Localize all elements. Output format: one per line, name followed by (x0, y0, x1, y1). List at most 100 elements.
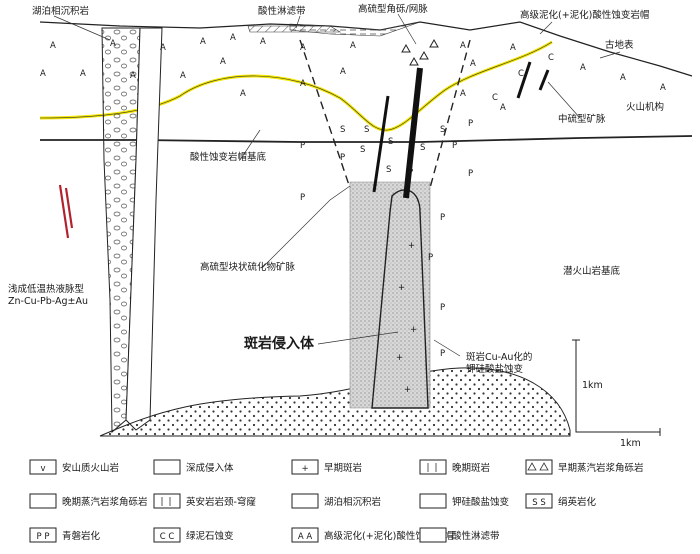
pattern-letter-advanced-argillic: A (220, 57, 226, 67)
legend-label: 安山质火山岩 (62, 462, 119, 474)
pattern-letter-early-porphyry: + (408, 241, 415, 251)
legend-label: 酸性淋滤带 (452, 530, 500, 542)
pattern-letter-advanced-argillic: A (80, 69, 86, 79)
pattern-letter-advanced-argillic: A (620, 73, 626, 83)
legend-swatch (154, 460, 180, 474)
legend-swatch (420, 494, 446, 508)
legend-label: 英安岩岩颈-穹窿 (186, 496, 256, 508)
pattern-letter-sericitic: S (408, 165, 413, 175)
pattern-letter-propylitic: P (468, 119, 473, 129)
legend-label: 早期斑岩 (324, 462, 362, 474)
scale-horizontal-label: 1km (620, 438, 641, 449)
legend-swatch (420, 460, 446, 474)
legend-item: 晚期蒸汽岩浆角砾岩 (30, 494, 148, 508)
label-porphyry-alteration: 斑岩Cu-Au化的钾硅酸盐蚀变 (466, 351, 532, 375)
legend-symbol: S S (532, 498, 546, 508)
pattern-letter-early-porphyry: + (410, 325, 417, 335)
pattern-letter-advanced-argillic: A (240, 89, 246, 99)
label-volcanic-edifice: 火山机构 (626, 101, 664, 113)
legend-label: 早期蒸汽岩浆角砾岩 (558, 462, 644, 474)
pattern-letter-chlorite: C (548, 53, 554, 63)
pattern-letter-propylitic: P (468, 169, 473, 179)
pattern-letter-advanced-argillic: A (260, 37, 266, 47)
lithocap-flank-right (430, 40, 470, 188)
pattern-letter-sericitic: S (360, 145, 365, 155)
legend-item: 深成侵入体 (154, 460, 234, 474)
scale-bar: 1km 1km (572, 340, 660, 449)
pattern-letter-advanced-argillic: A (130, 71, 136, 81)
pattern-letter-advanced-argillic: A (110, 39, 116, 49)
label-lithocap-base: 酸性蚀变岩帽基底 (190, 151, 267, 163)
legend-item: 湖泊相沉积岩 (292, 494, 381, 508)
label-subvolcanic-basement: 潜火山岩基底 (563, 265, 621, 277)
acid-leach-zone (248, 26, 340, 32)
legend-item: 早期蒸汽岩浆角砾岩 (526, 460, 644, 474)
legend-label: 湖泊相沉积岩 (324, 496, 381, 508)
pattern-letter-advanced-argillic: A (460, 89, 466, 99)
pattern-letter-early-porphyry: + (404, 385, 411, 395)
pattern-letter-advanced-argillic: A (300, 43, 306, 53)
pattern-letter-advanced-argillic: A (500, 103, 506, 113)
pattern-letter-advanced-argillic: A (460, 41, 466, 51)
legend-item: 酸性淋滤带 (420, 528, 500, 542)
pattern-letter-sericitic: S (340, 125, 345, 135)
label-lake-sediment: 湖泊相沉积岩 (32, 5, 89, 17)
hs-breccia (402, 40, 438, 65)
pattern-letter-propylitic: P (300, 141, 305, 151)
scale-vertical-label: 1km (582, 380, 603, 391)
pattern-letter-advanced-argillic: A (580, 63, 586, 73)
pattern-letter-chlorite: C (518, 69, 524, 79)
legend-label: 晚期蒸汽岩浆角砾岩 (62, 496, 148, 508)
pattern-letter-advanced-argillic: A (510, 43, 516, 53)
pattern-letter-sericitic: S (386, 165, 391, 175)
legend-label: 钾硅酸盐蚀变 (452, 496, 510, 508)
label-acid-leach: 酸性淋滤带 (258, 5, 306, 17)
legend-swatch (154, 494, 180, 508)
legend-symbol: + (301, 464, 308, 474)
pattern-letter-sericitic: S (388, 137, 393, 147)
label-advanced-argillic-cap: 高级泥化(+泥化)酸性蚀变岩帽 (520, 9, 649, 21)
legend-swatch (420, 528, 446, 542)
pattern-letter-advanced-argillic: A (160, 43, 166, 53)
legend-item: 晚期斑岩 (420, 460, 490, 474)
pattern-letter-propylitic: P (428, 253, 433, 263)
pattern-letter-advanced-argillic: A (660, 83, 666, 93)
legend-item: 钾硅酸盐蚀变 (420, 494, 510, 508)
is-vein (518, 62, 530, 98)
legend-label: 深成侵入体 (186, 462, 234, 474)
hs-vein (374, 96, 388, 192)
label-is-vein: 中硫型矿脉 (558, 113, 606, 125)
legend-item: 英安岩岩颈-穹窿 (154, 494, 256, 508)
hs-massive-vein (406, 68, 420, 198)
pattern-letter-propylitic: P (452, 141, 457, 151)
pattern-letter-advanced-argillic: A (470, 59, 476, 69)
pattern-letter-advanced-argillic: A (40, 69, 46, 79)
legend-swatch (292, 494, 318, 508)
pattern-letter-advanced-argillic: A (180, 71, 186, 81)
legend-label: 晚期斑岩 (452, 462, 490, 474)
shallow-vein-2 (66, 188, 72, 228)
plutonic-intrusion (100, 368, 570, 436)
legend-label: 绢英岩化 (558, 496, 597, 508)
pattern-letter-sericitic: S (420, 143, 425, 153)
pattern-letter-sericitic: S (364, 125, 369, 135)
is-vein-2 (540, 70, 548, 90)
pattern-letter-early-porphyry: + (396, 353, 403, 363)
label-porphyry-intrusion: 斑岩侵入体 (244, 335, 315, 352)
pattern-letter-propylitic: P (440, 349, 445, 359)
pattern-letter-propylitic: P (440, 213, 445, 223)
pattern-letter-propylitic: P (440, 303, 445, 313)
label-hs-breccia: 高硫型角砾/网脉 (358, 3, 428, 15)
pattern-letter-advanced-argillic: A (300, 79, 306, 89)
legend-label: 青磐岩化 (62, 530, 101, 542)
legend-item: S S 绢英岩化 (526, 494, 597, 508)
pattern-letter-advanced-argillic: A (340, 67, 346, 77)
legend-item: + 早期斑岩 (292, 460, 362, 474)
pattern-letter-advanced-argillic: A (50, 41, 56, 51)
